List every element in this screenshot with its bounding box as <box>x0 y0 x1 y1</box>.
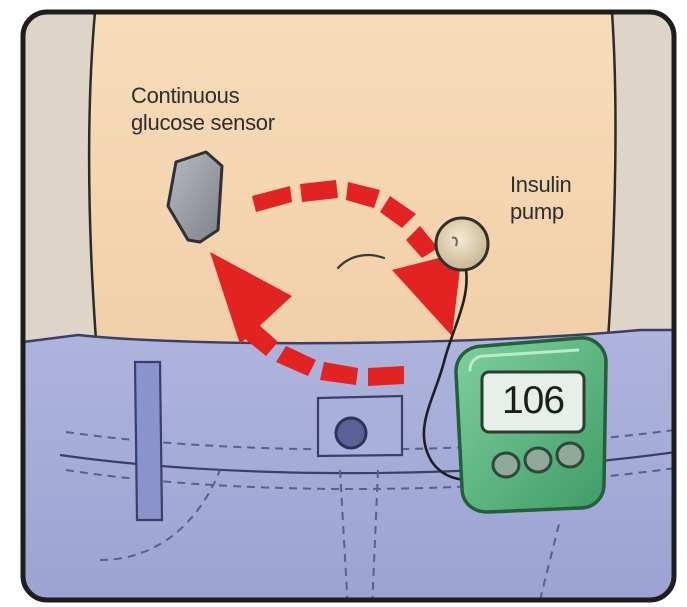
pump-button-right <box>557 443 583 467</box>
pump-label: Insulin pump <box>510 171 572 225</box>
infusion-site-icon <box>436 218 488 270</box>
pump-button-left <box>493 453 519 477</box>
insulin-pump-device-icon <box>456 338 606 512</box>
glucose-reading: 106 <box>488 379 578 423</box>
jeans-button <box>336 418 366 448</box>
belt-loop <box>135 362 162 520</box>
pump-button-middle <box>525 448 551 472</box>
sensor-label: Continuous glucose sensor <box>131 82 275 136</box>
